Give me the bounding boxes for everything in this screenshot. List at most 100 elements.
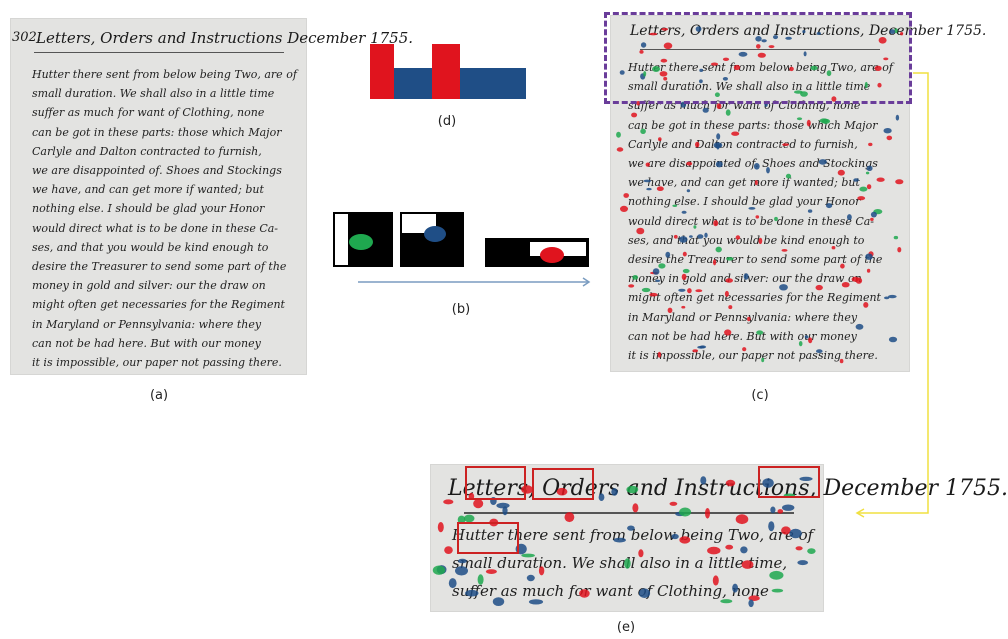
annotation-mark (870, 217, 874, 221)
annotation-mark (761, 39, 767, 43)
annotation-mark (713, 142, 723, 149)
annotation-mark (818, 159, 827, 165)
annotation-mark (855, 323, 864, 330)
annotation-mark (725, 278, 733, 283)
manuscript-line: can be got in these parts: those which M… (628, 118, 878, 132)
annotation-mark (639, 50, 644, 54)
zoomed-heading-rule (464, 512, 794, 514)
annotation-mark (645, 162, 650, 167)
annotation-mark (658, 263, 666, 269)
annotation-mark (641, 287, 651, 293)
manuscript-page-annotated: Letters, Orders and Instructions, Decemb… (610, 15, 986, 372)
annotation-mark (714, 92, 720, 97)
annotation-mark (756, 330, 764, 335)
annotation-mark (768, 45, 775, 49)
annotation-mark (716, 133, 721, 140)
manuscript-line: we have, and can get more if wanted; but (628, 176, 860, 190)
annotated-heading-rule (640, 49, 880, 50)
annotation-mark (769, 570, 784, 580)
zoomed-lines: Hutter there sent from below being Two, … (452, 526, 824, 612)
annotation-mark (859, 186, 868, 192)
caption-a: (a) (149, 388, 169, 403)
annotation-mark (613, 537, 626, 543)
panel-d-bars (370, 44, 526, 99)
annotation-mark (785, 173, 792, 179)
annotation-mark (870, 211, 877, 218)
annotation-mark (857, 196, 866, 201)
annotation-mark (713, 259, 717, 266)
manuscript-line: might often get necessaries for the Regi… (628, 291, 881, 305)
caption-d: (d) (437, 114, 457, 129)
manuscript-line: can not be had here. But with our money (628, 329, 857, 343)
manuscript-line: small duration. We shall also in a littl… (628, 80, 871, 94)
annotation-mark (782, 143, 789, 147)
annotation-mark (485, 569, 497, 574)
red-dot (540, 247, 564, 263)
manuscript-line: it is impossible, our paper not passing … (628, 349, 878, 362)
annotation-mark (646, 187, 652, 191)
annotation-mark (866, 165, 873, 171)
annotation-mark (863, 302, 869, 308)
word-box-letters (465, 466, 526, 500)
annotation-mark (876, 177, 885, 182)
annotation-mark (802, 30, 806, 34)
annotation-mark (682, 268, 690, 274)
annotation-mark (616, 131, 621, 138)
annotation-mark (707, 546, 721, 555)
annotation-mark (689, 235, 693, 238)
annotation-mark (781, 526, 791, 535)
annotation-mark (663, 76, 668, 81)
annotation-mark (681, 210, 687, 214)
manuscript-line: suffer as much for want of Clothing, non… (32, 106, 265, 120)
annotation-mark (681, 305, 686, 309)
annotation-mark (667, 307, 673, 313)
manuscript-line: would direct what is to be done in these… (32, 221, 279, 235)
annotation-mark (864, 81, 868, 89)
annotation-mark (766, 167, 770, 174)
manuscript-line: Carlyle and Dalton contracted to furnish… (628, 137, 858, 151)
panel-b-windows (333, 212, 591, 287)
annotation-mark (748, 599, 754, 608)
annotation-mark (815, 284, 823, 291)
bar-red-1 (370, 44, 394, 99)
manuscript-line: small duration. We shall also in a littl… (452, 554, 788, 572)
annotation-mark (770, 506, 776, 514)
bar-red-2 (432, 44, 460, 99)
annotation-mark (782, 504, 795, 511)
annotation-mark (465, 589, 479, 597)
annotation-mark (695, 141, 700, 148)
annotation-mark (808, 337, 813, 344)
zoomed-annotation-marks (432, 476, 816, 608)
annotation-mark (638, 588, 651, 598)
annotation-mark (712, 575, 719, 586)
green-dot (349, 234, 373, 250)
annotation-mark (731, 131, 740, 136)
manuscript-page-original: 302. Letters, Orders and Instructions De… (10, 18, 413, 375)
annotation-mark (900, 32, 904, 36)
annotation-mark (895, 179, 904, 185)
annotation-mark (556, 487, 568, 496)
annotation-mark (807, 548, 816, 554)
manuscript-line: money in gold and silver: our the draw o… (32, 279, 266, 293)
annotation-mark (878, 37, 887, 44)
annotation-mark (725, 544, 734, 550)
annotation-mark (669, 501, 678, 506)
annotation-mark (477, 574, 484, 585)
manuscript-line: ses, and that you would be kind enough t… (32, 240, 269, 254)
annotation-mark (841, 282, 850, 288)
annotation-mark (799, 476, 813, 481)
annotation-mark (458, 558, 467, 564)
annotation-mark (725, 109, 731, 116)
annotation-mark (657, 351, 662, 358)
annotation-mark (893, 235, 899, 240)
annotation-mark (611, 488, 618, 496)
word-box-hutter (457, 522, 519, 554)
annotation-mark (693, 225, 697, 229)
annotation-mark (895, 114, 900, 121)
annotation-mark (579, 589, 590, 598)
annotation-mark (747, 316, 751, 322)
annotation-mark (699, 68, 704, 72)
manuscript-line: would direct what is to be done in these… (628, 214, 875, 228)
annotation-mark (681, 273, 687, 281)
annotation-mark (624, 558, 631, 569)
